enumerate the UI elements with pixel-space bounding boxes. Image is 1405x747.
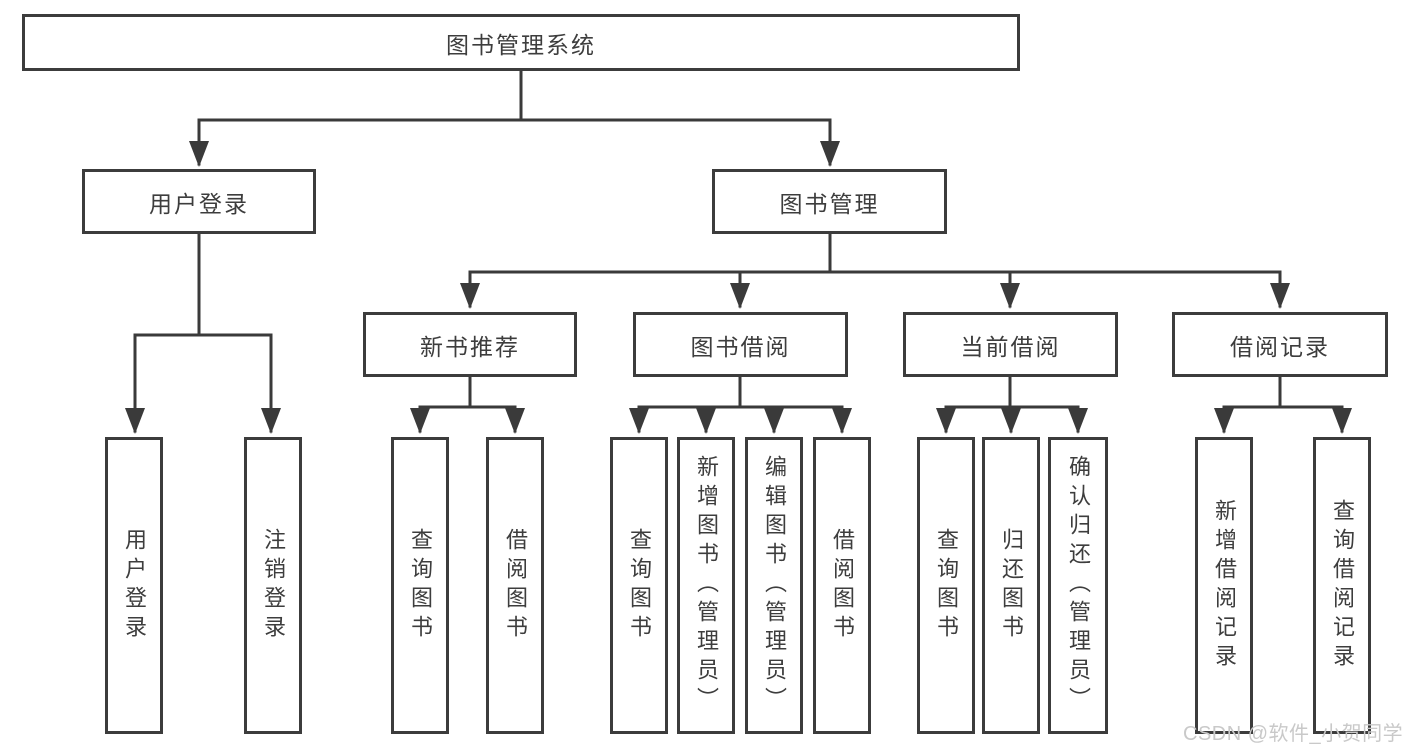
node-book-borrow: 图书借阅 xyxy=(633,312,848,377)
node-label: 查询图书 xyxy=(934,527,959,644)
node-label: 新书推荐 xyxy=(420,333,520,360)
node-label: 当前借阅 xyxy=(960,333,1061,360)
node-label: 图书借阅 xyxy=(690,333,791,360)
node-user-login-module: 用户登录 xyxy=(82,169,316,234)
node-system-root: 图书管理系统 xyxy=(22,14,1020,71)
node-label: 注销登录 xyxy=(261,527,286,644)
node-label: 图书管理系统 xyxy=(446,31,596,58)
node-recommend-borrow-book: 借阅图书 xyxy=(486,437,544,734)
csdn-watermark: CSDN @软件_小贺同学 xyxy=(1183,723,1404,745)
node-label: 查询借阅记录 xyxy=(1330,498,1355,673)
node-label: 新增借阅记录 xyxy=(1212,498,1237,673)
node-label: 图书管理 xyxy=(779,190,880,217)
node-label: 借阅记录 xyxy=(1230,333,1330,360)
node-label: 借阅图书 xyxy=(503,527,528,644)
node-label: 新增图书（管理员） xyxy=(694,455,719,716)
node-label: 归还图书 xyxy=(999,527,1024,644)
node-add-borrow-record: 新增借阅记录 xyxy=(1195,437,1253,734)
node-current-query-book: 查询图书 xyxy=(917,437,975,734)
node-recommend-query-book: 查询图书 xyxy=(391,437,449,734)
node-return-book: 归还图书 xyxy=(982,437,1040,734)
node-add-book-admin: 新增图书（管理员） xyxy=(677,437,735,734)
node-label: 用户登录 xyxy=(149,190,249,217)
node-borrow-book: 借阅图书 xyxy=(813,437,871,734)
node-new-book-recommend: 新书推荐 xyxy=(363,312,577,377)
node-borrow-record: 借阅记录 xyxy=(1172,312,1388,377)
node-current-borrow: 当前借阅 xyxy=(903,312,1118,377)
node-confirm-return-admin: 确认归还（管理员） xyxy=(1048,437,1108,734)
node-label: 编辑图书（管理员） xyxy=(762,455,787,716)
node-user-login: 用户登录 xyxy=(105,437,163,734)
node-label: 确认归还（管理员） xyxy=(1066,455,1091,716)
node-label: 借阅图书 xyxy=(830,527,855,644)
node-label: 查询图书 xyxy=(408,527,433,644)
node-borrow-query-book: 查询图书 xyxy=(610,437,668,734)
node-query-borrow-record: 查询借阅记录 xyxy=(1313,437,1371,734)
node-logout: 注销登录 xyxy=(244,437,302,734)
node-book-management-module: 图书管理 xyxy=(712,169,947,234)
node-edit-book-admin: 编辑图书（管理员） xyxy=(745,437,803,734)
node-label: 用户登录 xyxy=(122,527,147,644)
node-label: 查询图书 xyxy=(627,527,652,644)
